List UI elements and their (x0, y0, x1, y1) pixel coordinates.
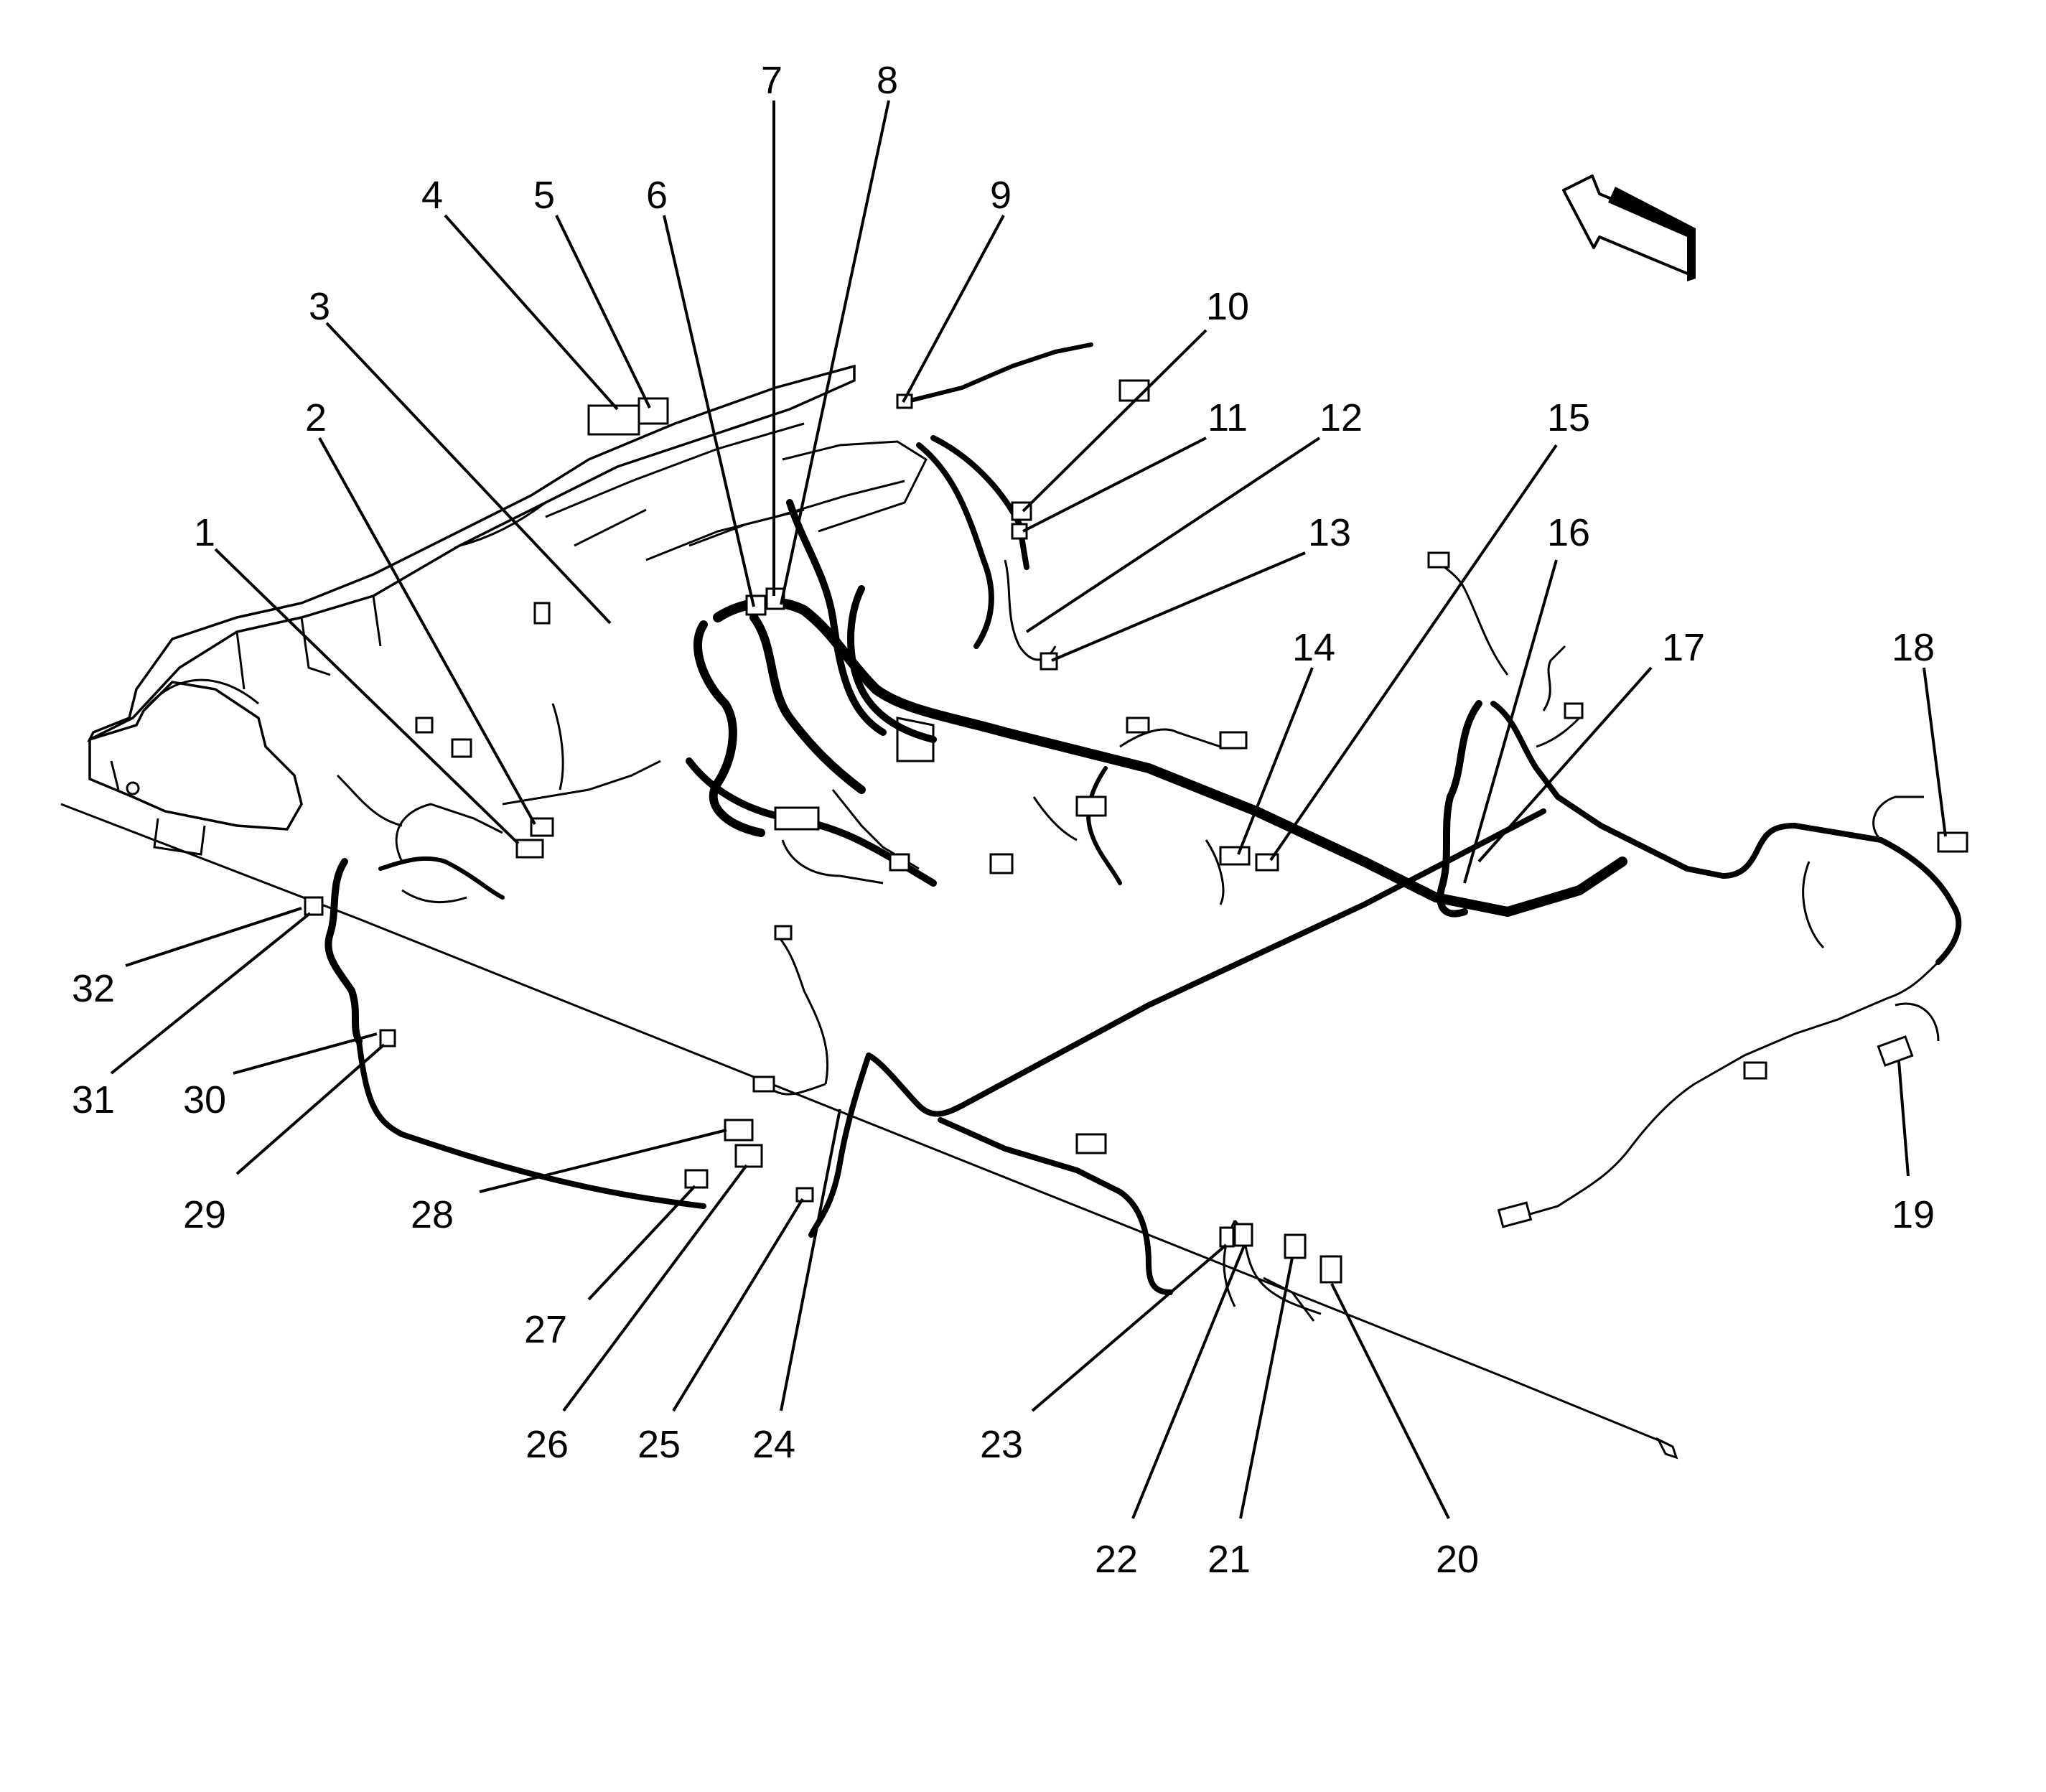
callout-6: 6 (646, 174, 668, 217)
callout-15: 15 (1547, 396, 1590, 439)
callout-23: 23 (980, 1423, 1023, 1466)
leader-lines (110, 100, 1947, 1519)
forward-arrow-icon (1562, 174, 1696, 281)
connector-floor-b (752, 1075, 775, 1093)
callout-13: 13 (1308, 511, 1351, 554)
callout-16: 16 (1547, 511, 1590, 554)
callout-30: 30 (183, 1078, 226, 1121)
callout-24: 24 (752, 1423, 795, 1466)
callout-27: 27 (524, 1308, 567, 1351)
connector-28 (724, 1119, 754, 1142)
connector-21 (1284, 1233, 1307, 1259)
callout-18: 18 (1892, 626, 1935, 669)
connector-10 (1011, 501, 1032, 521)
callout-2: 2 (305, 396, 327, 439)
callout-26: 26 (525, 1423, 569, 1466)
callout-17: 17 (1662, 626, 1705, 669)
connector-29 (379, 1029, 396, 1047)
connector-18 (1937, 831, 1968, 853)
connector-rear-a (1497, 1201, 1533, 1228)
connector-center-c (889, 853, 910, 872)
connector-23 (1219, 1226, 1235, 1248)
callout-4: 4 (421, 174, 443, 217)
callout-1: 1 (194, 511, 215, 554)
connector-left-b (415, 717, 434, 734)
callout-21: 21 (1207, 1538, 1251, 1581)
connector-2 (530, 817, 554, 837)
connector-right-b (1564, 702, 1584, 719)
callout-12: 12 (1319, 396, 1363, 439)
harness-bundles (60, 342, 1962, 1460)
callout-19: 19 (1892, 1193, 1935, 1236)
connector-center-d (989, 853, 1014, 874)
callout-32: 32 (72, 967, 115, 1010)
callout-5: 5 (533, 174, 555, 217)
callout-7: 7 (761, 59, 783, 102)
connector-center-a (1126, 717, 1150, 734)
callout-11: 11 (1207, 396, 1248, 439)
callout-20: 20 (1436, 1538, 1479, 1581)
connector-1 (515, 839, 544, 859)
callout-22: 22 (1095, 1538, 1138, 1581)
connector-26 (734, 1144, 763, 1168)
connector-center-e (774, 806, 820, 831)
callout-14: 14 (1292, 626, 1335, 669)
callout-29: 29 (183, 1193, 226, 1236)
connector-center-b (1219, 731, 1248, 750)
connector-right-c (1743, 1061, 1767, 1080)
connector-14 (1219, 846, 1251, 866)
connector-25 (795, 1187, 814, 1203)
connector-22 (1233, 1223, 1253, 1247)
connector-31 (304, 896, 324, 916)
connector-20 (1319, 1255, 1342, 1284)
callout-8: 8 (877, 59, 898, 102)
connector-center-f (1075, 795, 1107, 817)
callout-10: 10 (1206, 285, 1249, 328)
connector-right-a (1427, 551, 1450, 569)
connector-5 (637, 397, 669, 425)
callout-3: 3 (309, 285, 330, 328)
connector-4 (587, 404, 640, 436)
callout-labels: 1 2 3 4 5 6 7 8 9 10 11 12 13 14 15 16 1… (72, 59, 1935, 1581)
callout-25: 25 (637, 1423, 681, 1466)
connector-floor-a (1075, 1133, 1107, 1154)
connector-left-a (451, 738, 472, 758)
connector-6 (745, 594, 767, 616)
connector-13 (1040, 652, 1058, 671)
connector-11 (1011, 523, 1028, 540)
connector-floor-c (774, 925, 793, 941)
connector-19 (1877, 1035, 1914, 1067)
instrument-panel (87, 364, 935, 856)
connector-3 (533, 602, 551, 625)
connectors (304, 379, 1968, 1284)
callout-9: 9 (990, 174, 1012, 217)
connector-27 (684, 1169, 709, 1189)
callout-28: 28 (411, 1193, 454, 1236)
callout-31: 31 (72, 1078, 115, 1121)
